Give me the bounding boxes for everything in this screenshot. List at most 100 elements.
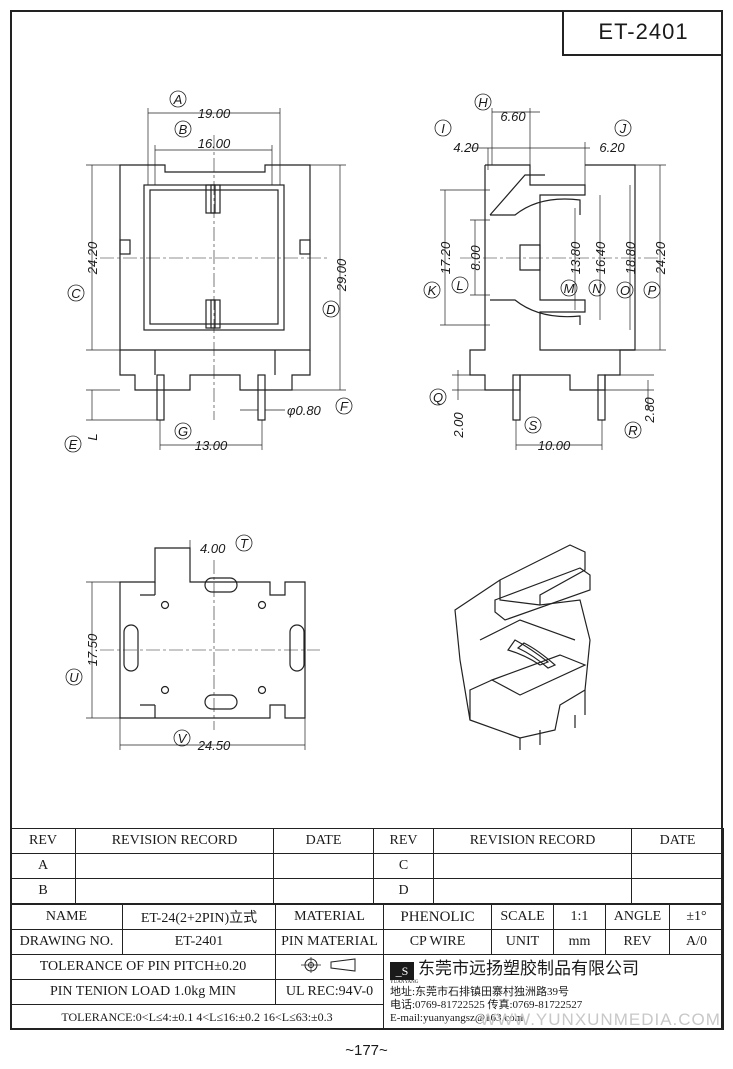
front-view xyxy=(100,135,330,421)
date-cell xyxy=(631,878,724,904)
title-row-1: NAME ET-24(2+2PIN)立式 MATERIAL PHENOLIC S… xyxy=(10,904,724,930)
svg-text:T: T xyxy=(240,536,249,551)
dim-e-value: L xyxy=(85,433,100,440)
rev-cell: A xyxy=(10,853,76,879)
date-cell xyxy=(273,853,374,879)
rev-cell: C xyxy=(373,853,434,879)
rev-cell: B xyxy=(10,878,76,904)
dimension-labels: A 19.00 B 16.00 C 24.20 D 29.00 E L F φ0… xyxy=(64,90,668,753)
name-label: NAME xyxy=(10,904,123,930)
company-name: 东莞市远扬塑胶制品有限公司 xyxy=(418,958,639,978)
svg-text:C: C xyxy=(71,286,81,301)
svg-text:E: E xyxy=(69,437,78,452)
unit-label: UNIT xyxy=(491,929,554,955)
dim-d-value: 29.00 xyxy=(334,258,349,292)
tolerance-pitch: TOLERANCE OF PIN PITCH±0.20 xyxy=(10,954,276,980)
material-value: PHENOLIC xyxy=(383,904,492,930)
svg-text:I: I xyxy=(441,121,445,136)
unit-value: mm xyxy=(553,929,606,955)
rev-cell: D xyxy=(373,878,434,904)
svg-text:Q: Q xyxy=(433,390,443,405)
rev-header: REV xyxy=(10,828,76,854)
revision-record-header: REVISION RECORD xyxy=(75,828,274,854)
svg-text:P: P xyxy=(648,283,657,298)
svg-text:B: B xyxy=(179,122,188,137)
rev-value: A/0 xyxy=(669,929,724,955)
svg-text:A: A xyxy=(173,92,183,107)
title-row-2: DRAWING NO. ET-2401 PIN MATERIAL CP WIRE… xyxy=(10,929,724,955)
dim-h-value: 6.60 xyxy=(500,109,526,124)
dim-f-value: φ0.80 xyxy=(287,403,322,418)
company-email: E-mail:yuanyangsz@163.com xyxy=(390,1011,524,1024)
dim-g-value: 13.00 xyxy=(195,438,228,453)
svg-text:N: N xyxy=(592,281,602,296)
svg-text:F: F xyxy=(340,399,349,414)
svg-text:U: U xyxy=(69,670,79,685)
dim-v-value: 24.50 xyxy=(197,738,231,753)
svg-text:J: J xyxy=(619,121,627,136)
part-number-title: ET-2401 xyxy=(562,10,723,56)
svg-text:V: V xyxy=(178,731,188,746)
page-number: ~177~ xyxy=(345,1042,388,1059)
date-header: DATE xyxy=(273,828,374,854)
dim-l-value: 8.00 xyxy=(468,245,483,271)
front-view-dimensions xyxy=(86,108,346,450)
table-row: B D xyxy=(10,878,724,904)
dim-b-value: 16.00 xyxy=(198,136,231,151)
ul-rec: UL REC:94V-0 xyxy=(275,979,384,1005)
technical-drawing: A 19.00 B 16.00 C 24.20 D 29.00 E L F φ0… xyxy=(64,90,668,753)
svg-text:O: O xyxy=(620,283,630,298)
title-row-4: PIN TENION LOAD 1.0kg MIN UL REC:94V-0 xyxy=(10,979,724,1005)
revision-record-header: REVISION RECORD xyxy=(433,828,632,854)
dim-n-value: 16.40 xyxy=(593,241,608,274)
table-row: A C xyxy=(10,853,724,879)
bottom-view-dimensions xyxy=(86,540,306,750)
record-cell xyxy=(75,878,274,904)
svg-text:S: S xyxy=(529,418,538,433)
dim-m-value: 13.80 xyxy=(568,241,583,274)
dim-s-value: 10.00 xyxy=(538,438,571,453)
date-cell xyxy=(273,878,374,904)
dim-p-value: 24.20 xyxy=(653,241,668,275)
rev-label: REV xyxy=(605,929,670,955)
drawing-no-label: DRAWING NO. xyxy=(10,929,123,955)
dim-r-value: 2.80 xyxy=(642,397,657,424)
title-row-5: TOLERANCE:0<L≤4:±0.1 4<L≤16:±0.2 16<L≤63… xyxy=(10,1004,724,1030)
dim-c-value: 24.20 xyxy=(85,241,100,275)
scale-value: 1:1 xyxy=(553,904,606,930)
angle-value: ±1° xyxy=(669,904,724,930)
pin-material-label: PIN MATERIAL xyxy=(275,929,384,955)
watermark: WWW.YUNXUNMEDIA.COM xyxy=(480,1010,721,1029)
company-brand: YUANYANG xyxy=(390,979,419,985)
record-cell xyxy=(433,853,632,879)
svg-text:G: G xyxy=(178,424,188,439)
material-label: MATERIAL xyxy=(275,904,384,930)
tolerance-spec: TOLERANCE:0<L≤4:±0.1 4<L≤16:±0.2 16<L≤63… xyxy=(10,1004,384,1030)
dim-a-value: 19.00 xyxy=(198,106,231,121)
svg-text:L: L xyxy=(456,278,463,293)
angle-label: ANGLE xyxy=(605,904,670,930)
dim-u-value: 17.50 xyxy=(85,633,100,666)
projection-symbol xyxy=(275,954,384,980)
pin-material-value: CP WIRE xyxy=(383,929,492,955)
record-cell xyxy=(75,853,274,879)
isometric-view xyxy=(454,544,591,750)
date-header: DATE xyxy=(631,828,724,854)
dim-q-value: 2.00 xyxy=(451,412,466,439)
company-address: 地址:东莞市石排镇田寨村独洲路39号 xyxy=(390,985,570,998)
svg-text:R: R xyxy=(628,423,637,438)
svg-text:M: M xyxy=(564,281,575,296)
revision-header-row: REV REVISION RECORD DATE REV REVISION RE… xyxy=(10,828,724,854)
dim-j-value: 6.20 xyxy=(599,140,625,155)
rev-header: REV xyxy=(373,828,434,854)
date-cell xyxy=(631,853,724,879)
record-cell xyxy=(433,878,632,904)
dim-o-value: 18.80 xyxy=(623,241,638,274)
name-value: ET-24(2+2PIN)立式 xyxy=(122,904,276,930)
dim-i-value: 4.20 xyxy=(453,140,479,155)
pin-load: PIN TENION LOAD 1.0kg MIN xyxy=(10,979,276,1005)
scale-label: SCALE xyxy=(491,904,554,930)
projection-symbol-icon xyxy=(300,956,355,973)
